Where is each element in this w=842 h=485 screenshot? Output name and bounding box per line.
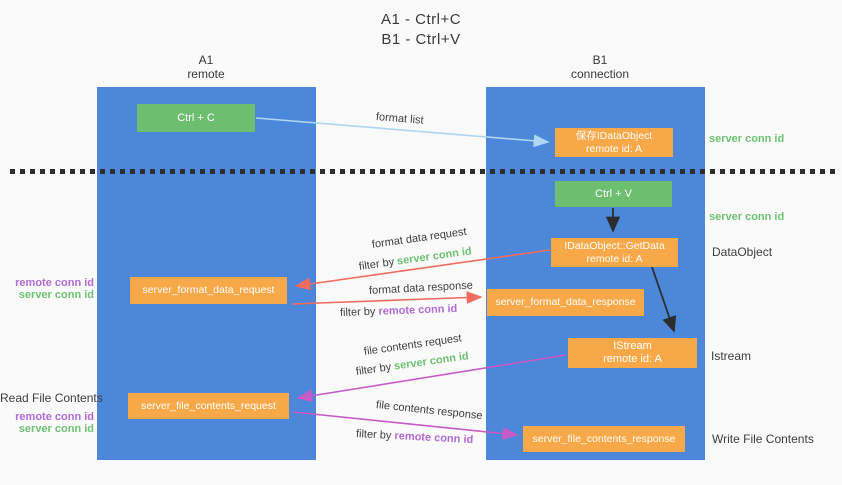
filter-by-text: filter by [358,255,398,273]
save-idataobject-line1: 保存IDataObject [575,129,653,142]
remote-conn-id-highlight: remote conn id [394,430,474,447]
istream-line1: IStream [613,340,652,352]
server-conn-id-label-bottom-left: server conn id [18,423,94,435]
getdata-line2: remote id: A [586,252,643,265]
format-data-response-filter-label: filter by remote conn id [340,303,458,319]
column-b1-id: B1 [592,53,608,67]
server-format-data-request-box: server_format_data_request [130,277,287,304]
server-file-contents-request-box: server_file_contents_request [128,393,289,419]
remote-conn-id-highlight: remote conn id [378,302,458,318]
dataobject-label: DataObject [712,245,773,259]
column-a1-subtitle: remote [187,67,225,81]
column-a1-id: A1 [198,53,214,67]
left-conn-id-labels-bottom: remote conn id server conn id [0,411,94,435]
filter-by-text: filter by [355,360,395,378]
filter-by-text: filter by [355,428,395,443]
write-file-contents-label: Write File Contents [712,432,814,446]
format-list-label: format list [375,111,425,127]
save-idataobject-box: 保存IDataObject remote id: A [555,128,673,157]
file-contents-response-label: file contents response [375,399,484,423]
left-conn-id-labels-top: remote conn id server conn id [0,277,94,301]
istream-box: IStream remote id: A [568,338,697,368]
diagram-title: A1 - Ctrl+C B1 - Ctrl+V [0,10,842,50]
column-header-b1: B1 connection [550,53,650,81]
read-file-contents-label: Read File Contents [0,391,103,405]
server-format-data-response-box: server_format_data_response [487,289,644,316]
save-idataobject-line2: remote id: A [585,142,643,155]
ctrl-c-box: Ctrl + C [137,104,255,132]
server-conn-id-label-top-right: server conn id [709,133,785,145]
server-file-contents-response-box: server_file_contents_response [523,426,685,452]
title-line-2: B1 - Ctrl+V [381,31,461,48]
ctrl-v-box: Ctrl + V [555,181,672,207]
server-conn-id-label-mid-right: server conn id [709,211,785,223]
file-contents-response-filter-label: filter by remote conn id [356,428,474,446]
filter-by-text: filter by [339,305,379,319]
server-conn-id-highlight: server conn id [396,245,473,268]
column-header-a1: A1 remote [156,53,256,81]
istream-label: Istream [711,349,752,363]
remote-conn-id-label-top-left: remote conn id [15,277,94,289]
format-data-response-label: format data response [368,279,474,297]
column-b1-subtitle: connection [570,67,630,81]
istream-line2: remote id: A [603,353,662,365]
title-line-1: A1 - Ctrl+C [380,11,462,28]
server-conn-id-label-top-left: server conn id [18,289,94,301]
getdata-line1: IDataObject::GetData [564,239,665,252]
idataobject-getdata-box: IDataObject::GetData remote id: A [551,238,678,267]
dotted-separator [10,169,836,174]
server-conn-id-highlight: server conn id [393,350,470,373]
remote-conn-id-label-bottom-left: remote conn id [15,411,94,423]
